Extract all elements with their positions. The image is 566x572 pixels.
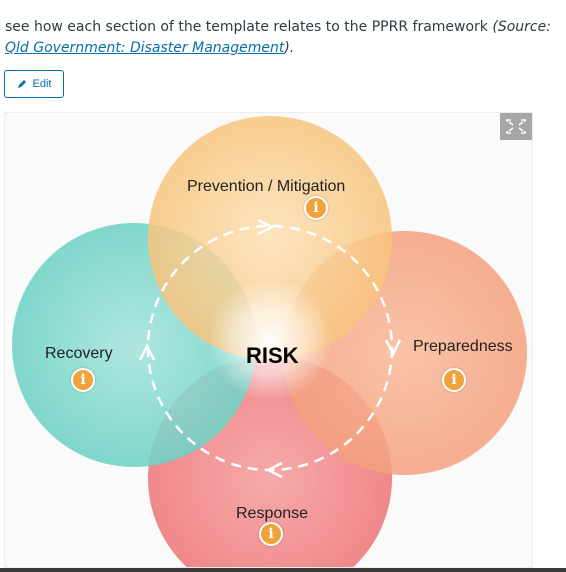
info-icon: i [451,372,457,388]
expand-icon [506,119,526,134]
prevention-info-button[interactable]: i [304,196,328,220]
intro-text: see how each section of the template rel… [5,19,493,35]
info-icon: i [268,526,274,542]
preparedness-label: Preparedness [413,338,513,355]
expand-fullscreen-button[interactable] [500,113,532,140]
arrow-left-icon [265,461,283,479]
arrow-up-icon [138,343,156,361]
recovery-info-button[interactable]: i [71,368,95,392]
risk-center-label: RISK [246,343,299,368]
info-icon: i [313,200,319,216]
info-icon: i [80,372,86,388]
pencil-icon [17,80,26,88]
edit-button-label: Edit [32,78,52,90]
prevention-circle [148,116,392,360]
preparedness-info-button[interactable]: i [442,368,466,392]
recovery-label: Recovery [45,345,113,362]
source-prefix: (Source: [492,19,551,35]
center-glow [208,278,332,402]
arrow-down-icon [384,339,402,357]
response-label: Response [236,505,309,522]
edit-button[interactable]: Edit [4,70,64,98]
source-link[interactable]: Qld Government: Disaster Management [5,40,285,56]
response-info-button[interactable]: i [259,522,283,546]
prevention-label: Prevention / Mitigation [187,178,346,195]
bottom-scroll-edge [0,568,566,572]
intro-paragraph: see how each section of the template rel… [5,17,560,59]
arrow-right-icon [257,218,275,236]
source-suffix: ). [284,40,295,56]
